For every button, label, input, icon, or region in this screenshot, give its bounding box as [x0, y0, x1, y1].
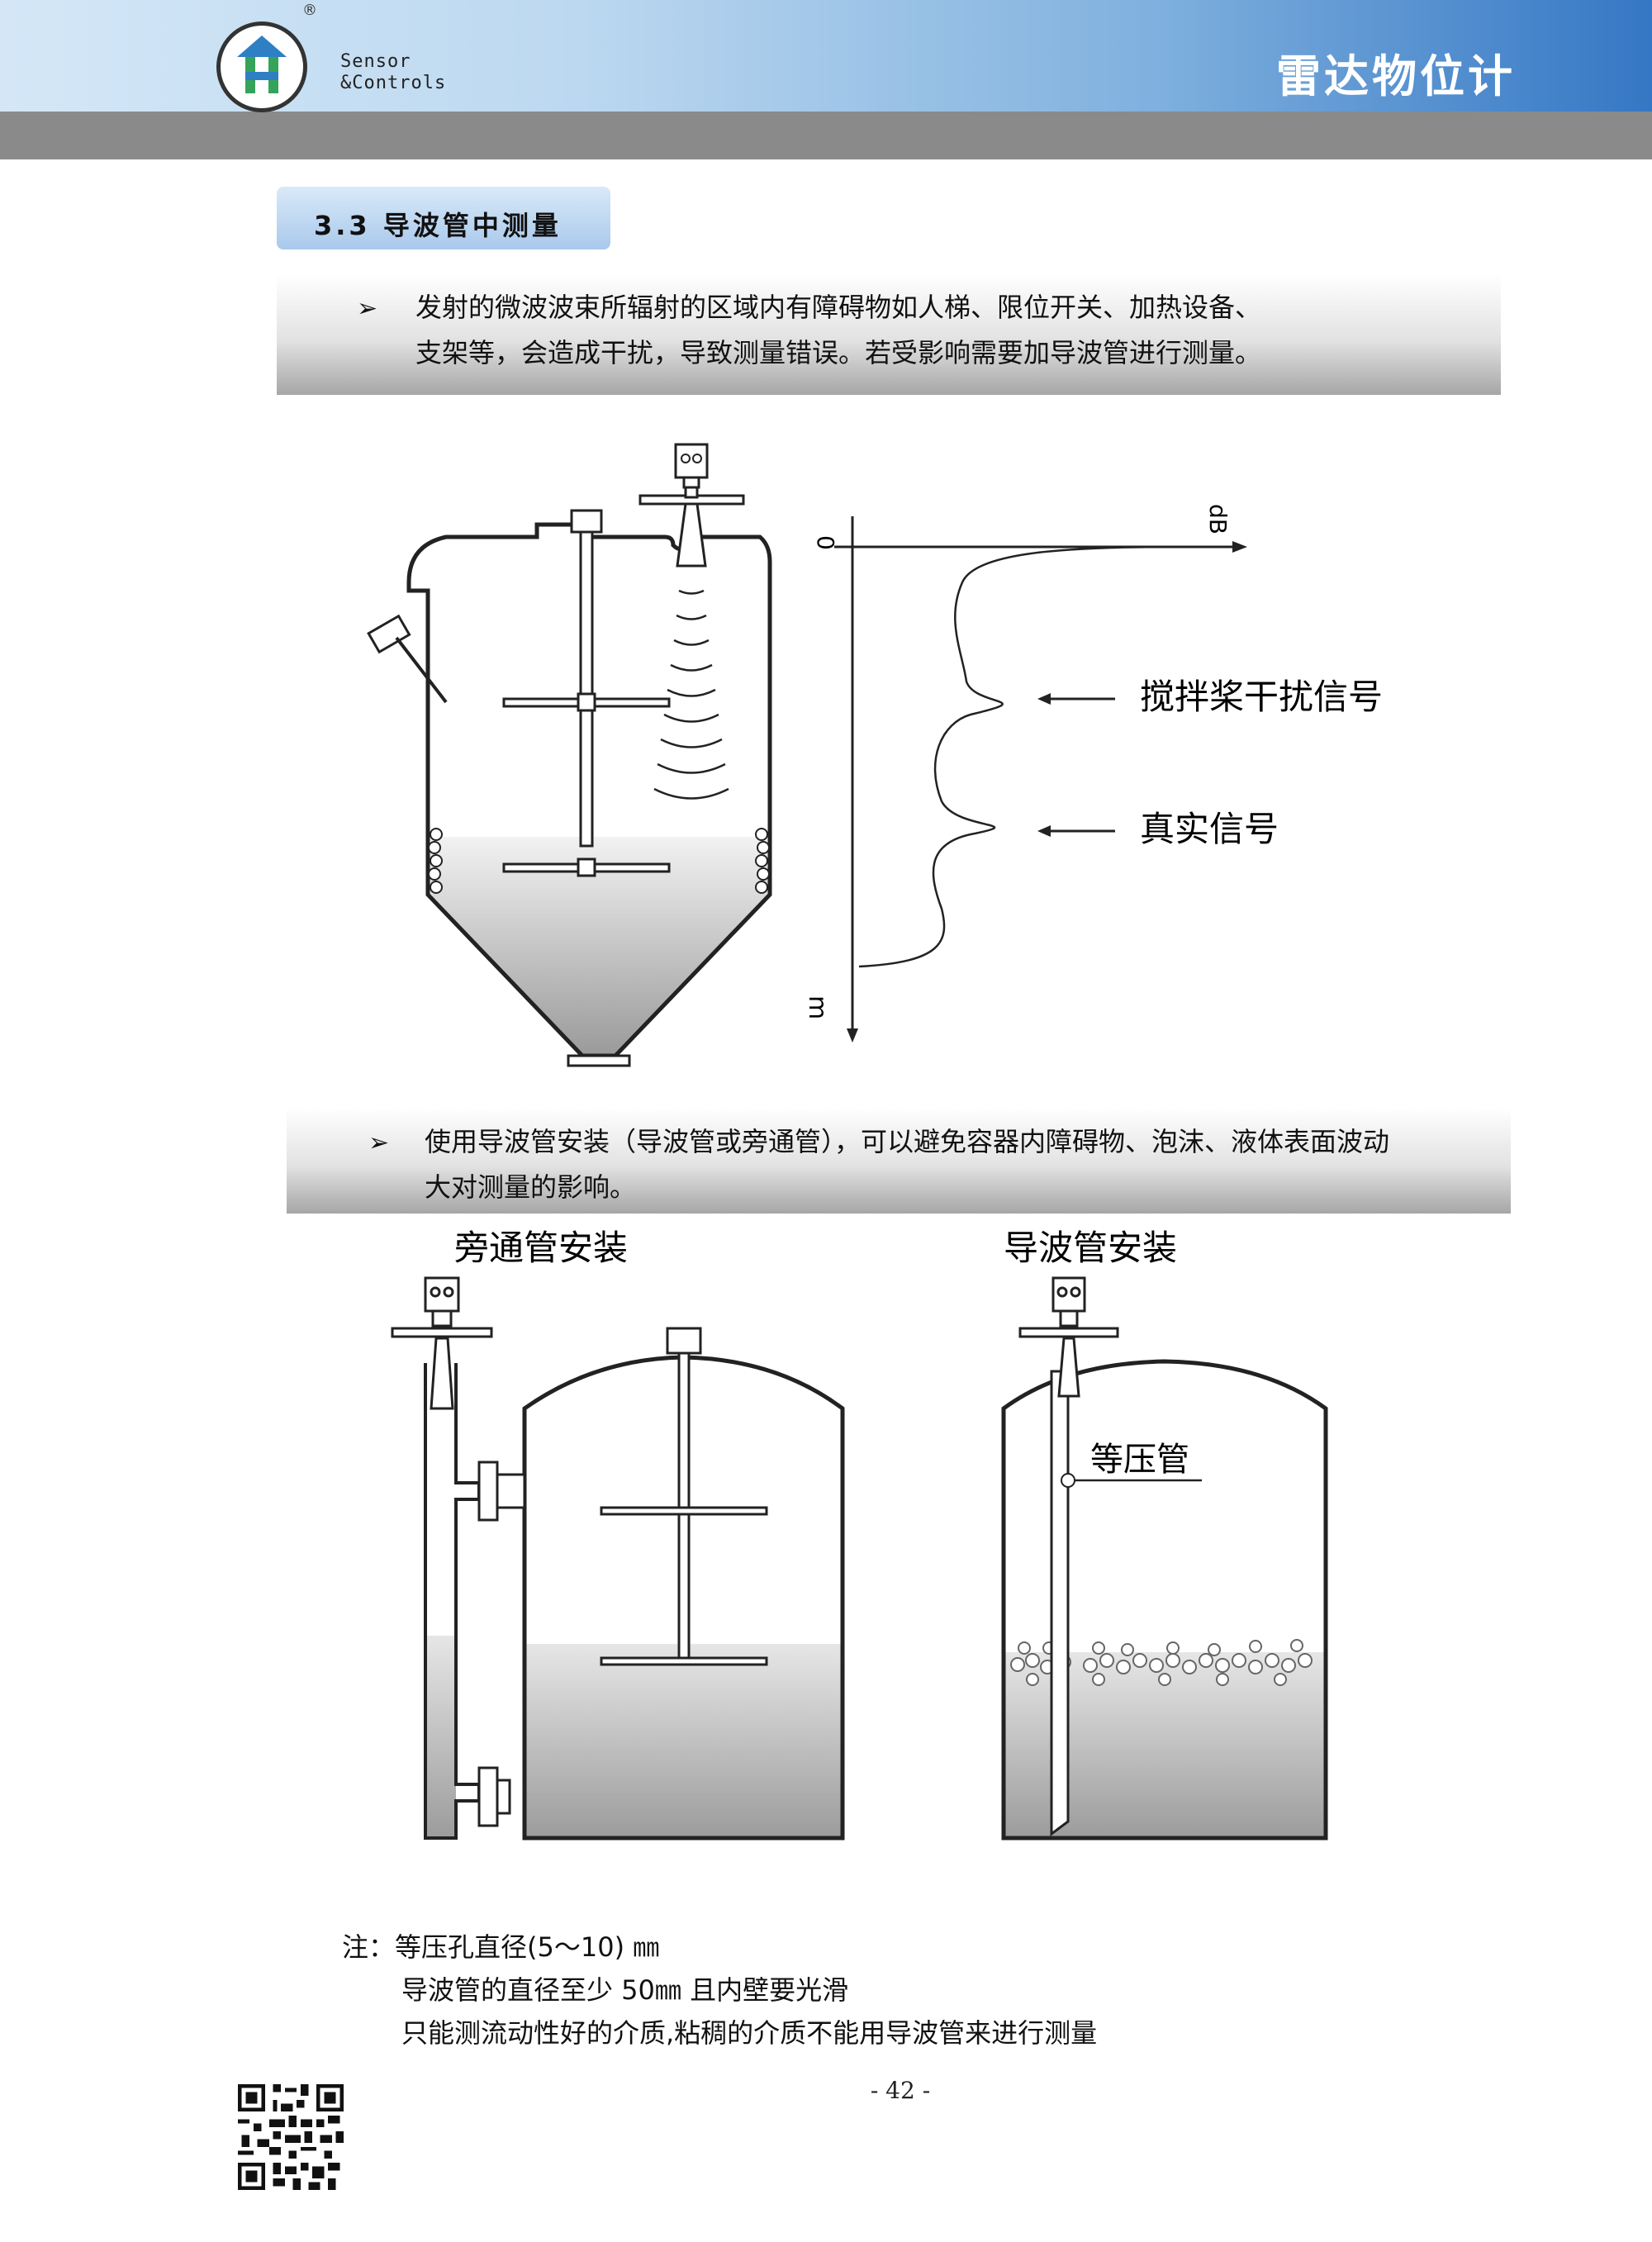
registered-mark: ®	[302, 2, 317, 19]
agitator-shaft	[579, 530, 594, 848]
bullet2-line1: 使用导波管安装（导波管或旁通管），可以避免容器内障碍物、泡沫、液体表面波动	[425, 1126, 1390, 1157]
bypass-agitator-blade-lower	[600, 1656, 768, 1666]
info-box-stilling-well	[287, 1108, 1511, 1214]
bypass-radar-sensor-icon	[391, 1276, 493, 1410]
bypass-agitator-shaft	[677, 1351, 691, 1660]
brand-line-1: Sensor	[340, 51, 411, 72]
bullet-arrow-icon: ➢	[368, 1128, 390, 1157]
arrow-left-icon	[1037, 693, 1051, 705]
note-prefix: 注：	[342, 1931, 396, 1963]
bypass-pipe	[424, 1363, 481, 1840]
brand-text: Sensor &Controls	[340, 51, 446, 94]
stilling-well-title: 导波管安装	[1004, 1228, 1177, 1268]
bypass-agitator-motor	[666, 1327, 702, 1355]
logo-mark-icon	[237, 36, 287, 93]
section-tab	[277, 187, 610, 249]
microwave-wave-icon	[653, 589, 729, 800]
section-title: 3.3 导波管中测量	[314, 210, 562, 241]
note-line-3: 只能测流动性好的介质,粘稠的介质不能用导波管来进行测量	[401, 2017, 1098, 2049]
installation-diagrams: 旁通管安装 导波管安装 等压管	[391, 1228, 1328, 1841]
qr-code-icon	[234, 2080, 348, 2194]
page-number: - 42 -	[870, 2077, 931, 2104]
wall-deposit-bubbles	[428, 828, 770, 894]
axis-db-label: dB	[1204, 504, 1232, 534]
bullet1-line1: 发射的微波波束所辐射的区域内有障碍物如人梯、限位开关、加热设备、	[415, 292, 1262, 323]
bypass-pipe-liquid	[425, 1636, 456, 1838]
agitator-motor	[570, 509, 603, 534]
bypass-tank-liquid	[525, 1644, 843, 1838]
bullet2-line2: 大对测量的影响。	[425, 1171, 637, 1203]
note-block: 注：等压孔直径(5～10) ㎜	[342, 1926, 659, 1969]
axis-m-label: m	[803, 995, 832, 1019]
foam-bubbles	[1010, 1639, 1313, 1686]
page-header-title: 雷达物位计	[1276, 50, 1516, 102]
note-line-1: 等压孔直径(5～10) ㎜	[395, 1931, 660, 1963]
agitator-hub-lower	[577, 857, 596, 877]
bottom-flange	[567, 1054, 631, 1067]
label-true-signal: 真实信号	[1140, 809, 1279, 849]
stilling-tank-outline	[1001, 1359, 1328, 1841]
info-box-obstacles	[277, 274, 1501, 395]
axis-arrow-icon	[847, 1028, 858, 1043]
tank-outline	[406, 522, 772, 1058]
side-instrument-icon	[367, 614, 448, 704]
header-divider-band	[0, 112, 1652, 159]
stilling-radar-sensor-icon	[1018, 1276, 1119, 1398]
stilling-tank-liquid	[1004, 1652, 1326, 1838]
bypass-title: 旁通管安装	[454, 1228, 628, 1268]
liquid-fill	[428, 837, 770, 1056]
agitator-tank-diagram: 0 dB m 搅拌桨干扰信号 真实信号	[367, 443, 1383, 1067]
pressure-hole	[1061, 1473, 1075, 1488]
note-line-2: 导波管的直径至少 50㎜ 且内壁要光滑	[401, 1974, 849, 2006]
radar-sensor-icon	[638, 443, 745, 568]
axis-arrow-icon	[1232, 541, 1247, 553]
bullet-arrow-icon: ➢	[357, 294, 378, 323]
agitator-hub-upper	[577, 692, 596, 712]
axis-zero-label: 0	[812, 535, 839, 550]
echo-signal-curve	[858, 545, 1174, 968]
arrow-left-icon	[1037, 825, 1051, 837]
bypass-flanges	[477, 1461, 526, 1827]
company-logo	[216, 21, 307, 112]
bullet1-line2: 支架等，会造成干扰，导致测量错误。若受影响需要加导波管进行测量。	[415, 337, 1262, 368]
note-continuation: 导波管的直径至少 50㎜ 且内壁要光滑 只能测流动性好的介质,粘稠的介质不能用导…	[401, 1969, 1097, 2054]
brand-line-2: &Controls	[340, 73, 447, 93]
stilling-well-pipe	[1050, 1370, 1070, 1836]
label-agitator-interference: 搅拌桨干扰信号	[1140, 677, 1383, 717]
bypass-agitator-blade-upper	[600, 1506, 768, 1516]
equalizer-label: 等压管	[1090, 1441, 1189, 1479]
